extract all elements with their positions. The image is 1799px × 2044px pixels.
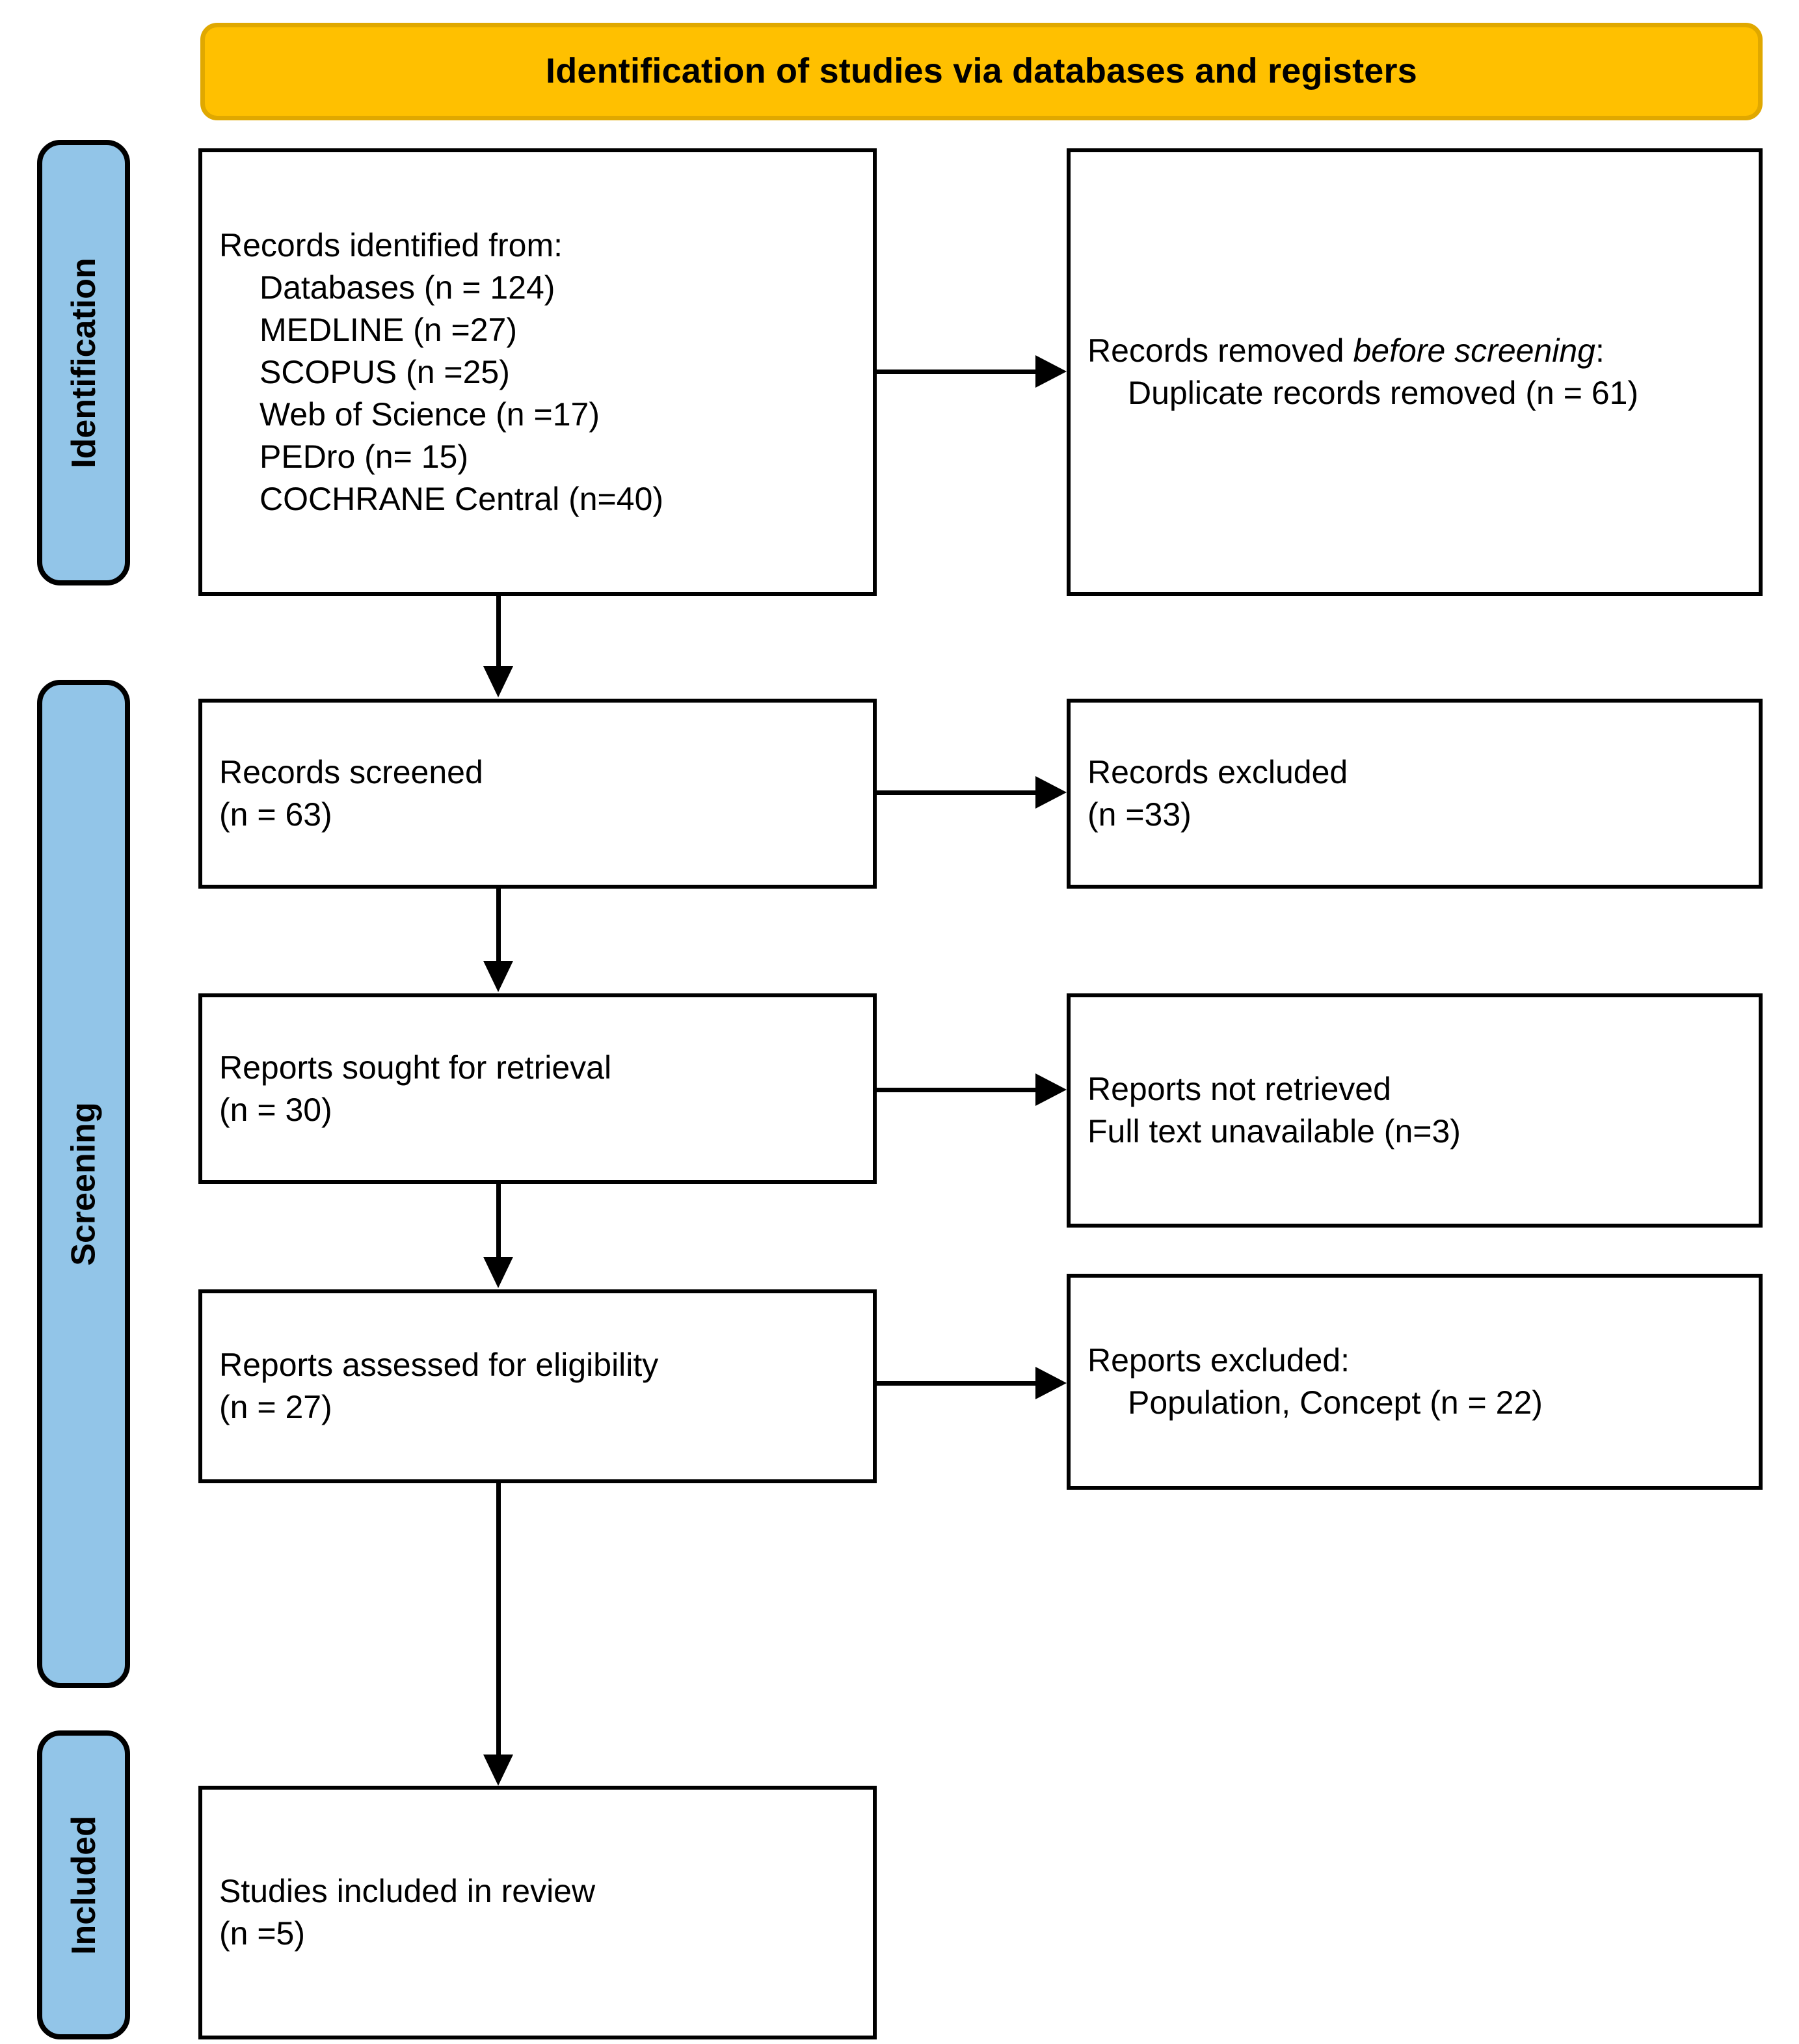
node-studies-included-in-review: Studies included in review (n =5): [198, 1786, 877, 2039]
arrow-right-icon: [1035, 355, 1067, 388]
node-line: Reports excluded:: [1087, 1342, 1350, 1378]
stage-tab-identification: Identification: [37, 140, 130, 585]
node-line: MEDLINE (n =27): [260, 311, 517, 348]
node-line: Records screened: [219, 754, 483, 790]
stage-tab-included: Included: [37, 1730, 130, 2039]
arrow-right-icon: [1035, 776, 1067, 809]
stage-tab-identification-label: Identification: [64, 257, 103, 468]
node-reports-not-retrieved: Reports not retrieved Full text unavaila…: [1067, 993, 1763, 1228]
node-line: (n = 27): [219, 1389, 332, 1425]
arrow-right-icon: [1035, 1367, 1067, 1399]
node-line: COCHRANE Central (n=40): [260, 480, 664, 517]
node-line: Full text unavailable (n=3): [1087, 1113, 1461, 1150]
node-records-screened: Records screened (n = 63): [198, 699, 877, 889]
node-records-removed-before-screening: Records removed before screening: Duplic…: [1067, 148, 1763, 596]
node-heading-colon: :: [1595, 332, 1605, 369]
node-line: Studies included in review: [219, 1873, 596, 1909]
node-line: Reports assessed for eligibility: [219, 1347, 659, 1383]
node-reports-sought-for-retrieval: Reports sought for retrieval (n = 30): [198, 993, 877, 1184]
node-line: Population, Concept (n = 22): [1128, 1384, 1543, 1421]
node-line: PEDro (n= 15): [260, 438, 468, 475]
node-line: (n =5): [219, 1915, 306, 1952]
connector-sought-to-not-retrieved: [877, 1088, 1037, 1092]
node-reports-assessed-for-eligibility: Reports assessed for eligibility (n = 27…: [198, 1289, 877, 1483]
node-line: Reports not retrieved: [1087, 1071, 1391, 1107]
arrow-down-icon: [483, 1755, 513, 1786]
stage-tab-included-label: Included: [64, 1815, 103, 1955]
connector-assessed-to-reports-excluded: [877, 1381, 1037, 1386]
connector-screened-to-sought: [496, 889, 501, 962]
arrow-down-icon: [483, 1257, 513, 1288]
node-line: Records excluded: [1087, 754, 1348, 790]
node-heading: Records removed before screening:: [1087, 330, 1742, 372]
connector-identified-to-screened: [496, 596, 501, 667]
node-line: SCOPUS (n =25): [260, 353, 510, 390]
node-line: Web of Science (n =17): [260, 396, 600, 433]
node-line: Duplicate records removed (n = 61): [1128, 375, 1639, 411]
connector-identified-to-removed: [877, 370, 1037, 374]
stage-tab-screening: Screening: [37, 680, 130, 1688]
node-records-excluded: Records excluded (n =33): [1067, 699, 1763, 889]
node-line: (n =33): [1087, 796, 1192, 833]
node-records-identified: Records identified from: Databases (n = …: [198, 148, 877, 596]
node-heading-italic: before screening: [1353, 332, 1595, 369]
node-heading-plain: Records removed: [1087, 332, 1353, 369]
connector-assessed-to-included: [496, 1483, 501, 1756]
node-line: (n = 30): [219, 1091, 332, 1128]
diagram-title: Identification of studies via databases …: [546, 51, 1417, 91]
arrow-down-icon: [483, 666, 513, 697]
arrow-down-icon: [483, 961, 513, 992]
connector-screened-to-excluded: [877, 790, 1037, 795]
node-line: Databases (n = 124): [260, 269, 555, 306]
node-line: Records identified from:: [219, 226, 563, 263]
diagram-banner: Identification of studies via databases …: [200, 23, 1763, 120]
node-line: (n = 63): [219, 796, 332, 833]
node-reports-excluded: Reports excluded: Population, Concept (n…: [1067, 1274, 1763, 1490]
connector-sought-to-assessed: [496, 1184, 501, 1258]
node-line: Reports sought for retrieval: [219, 1049, 612, 1086]
stage-tab-screening-label: Screening: [64, 1102, 103, 1266]
arrow-right-icon: [1035, 1073, 1067, 1106]
